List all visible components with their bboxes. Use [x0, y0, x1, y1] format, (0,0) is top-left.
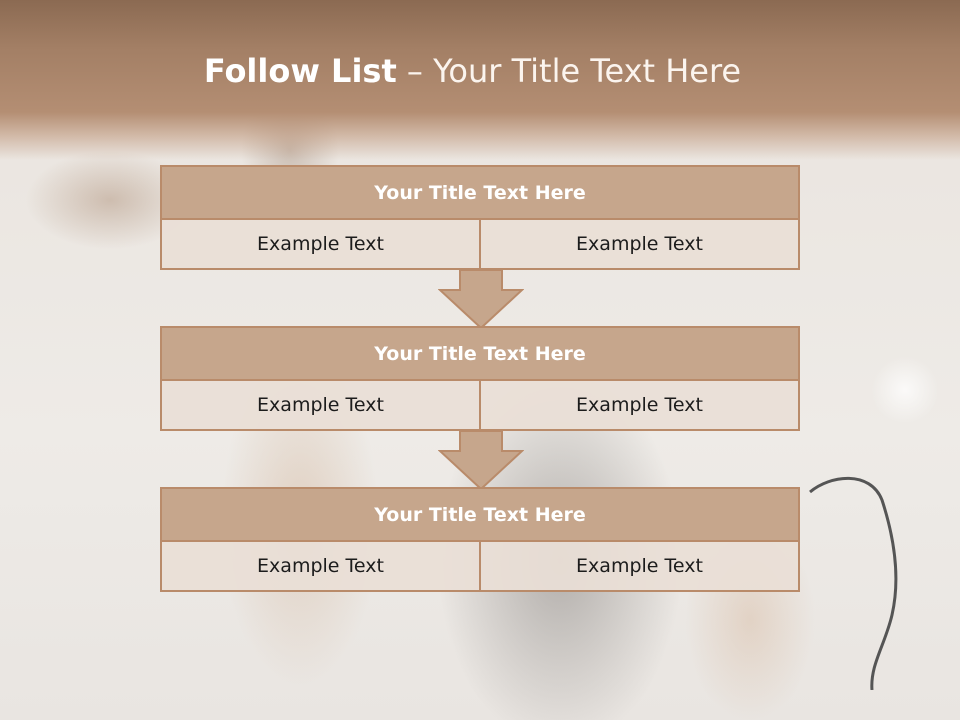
step-cell-right: Example Text [479, 542, 798, 590]
down-arrow-icon [438, 431, 524, 491]
step-title: Your Title Text Here [160, 487, 800, 542]
step-cell-left: Example Text [257, 233, 384, 255]
earphone-cable [809, 476, 898, 690]
slide-title: Follow List – Your Title Text Here [0, 52, 945, 90]
step-cell-left: Example Text [257, 555, 384, 577]
step-block-3: Your Title Text Here Example Text Exampl… [160, 487, 800, 592]
step-title: Your Title Text Here [160, 326, 800, 381]
step-title: Your Title Text Here [160, 165, 800, 220]
title-rest: – Your Title Text Here [396, 52, 742, 90]
step-row: Example Text Example Text [160, 381, 800, 431]
title-bar [0, 0, 960, 160]
step-row: Example Text Example Text [160, 542, 800, 592]
step-block-2: Your Title Text Here Example Text Exampl… [160, 326, 800, 431]
step-cell-right: Example Text [479, 381, 798, 429]
step-row: Example Text Example Text [160, 220, 800, 270]
step-cell-left: Example Text [257, 394, 384, 416]
step-block-1: Your Title Text Here Example Text Exampl… [160, 165, 800, 270]
title-bold: Follow List [203, 52, 397, 90]
step-cell-right: Example Text [479, 220, 798, 268]
down-arrow-icon [438, 270, 524, 330]
